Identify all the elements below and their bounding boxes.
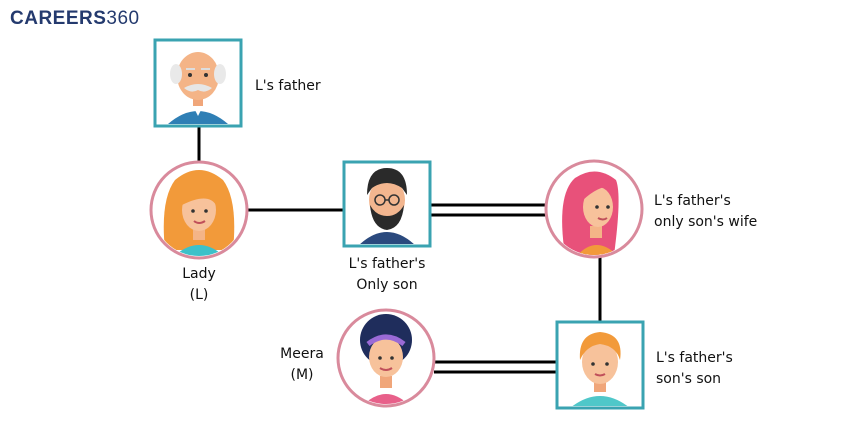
grandfather-avatar: [153, 38, 243, 128]
only-son-label: L's father's Only son: [348, 256, 426, 293]
lady-label: Lady (L): [182, 266, 216, 303]
meera-label: Meera (M): [280, 346, 324, 383]
wife-label: L's father's only son's wife: [654, 193, 758, 230]
grandson-avatar: [555, 320, 645, 410]
grandfather-label: L's father: [255, 78, 321, 94]
careers360-logo: CAREERS360: [10, 8, 140, 29]
grandson-label: L's father's son's son: [656, 350, 733, 387]
wife-avatar: [544, 159, 644, 259]
meera-avatar: [336, 308, 436, 408]
only-son-avatar: [342, 160, 432, 248]
lady-avatar: [149, 160, 249, 260]
